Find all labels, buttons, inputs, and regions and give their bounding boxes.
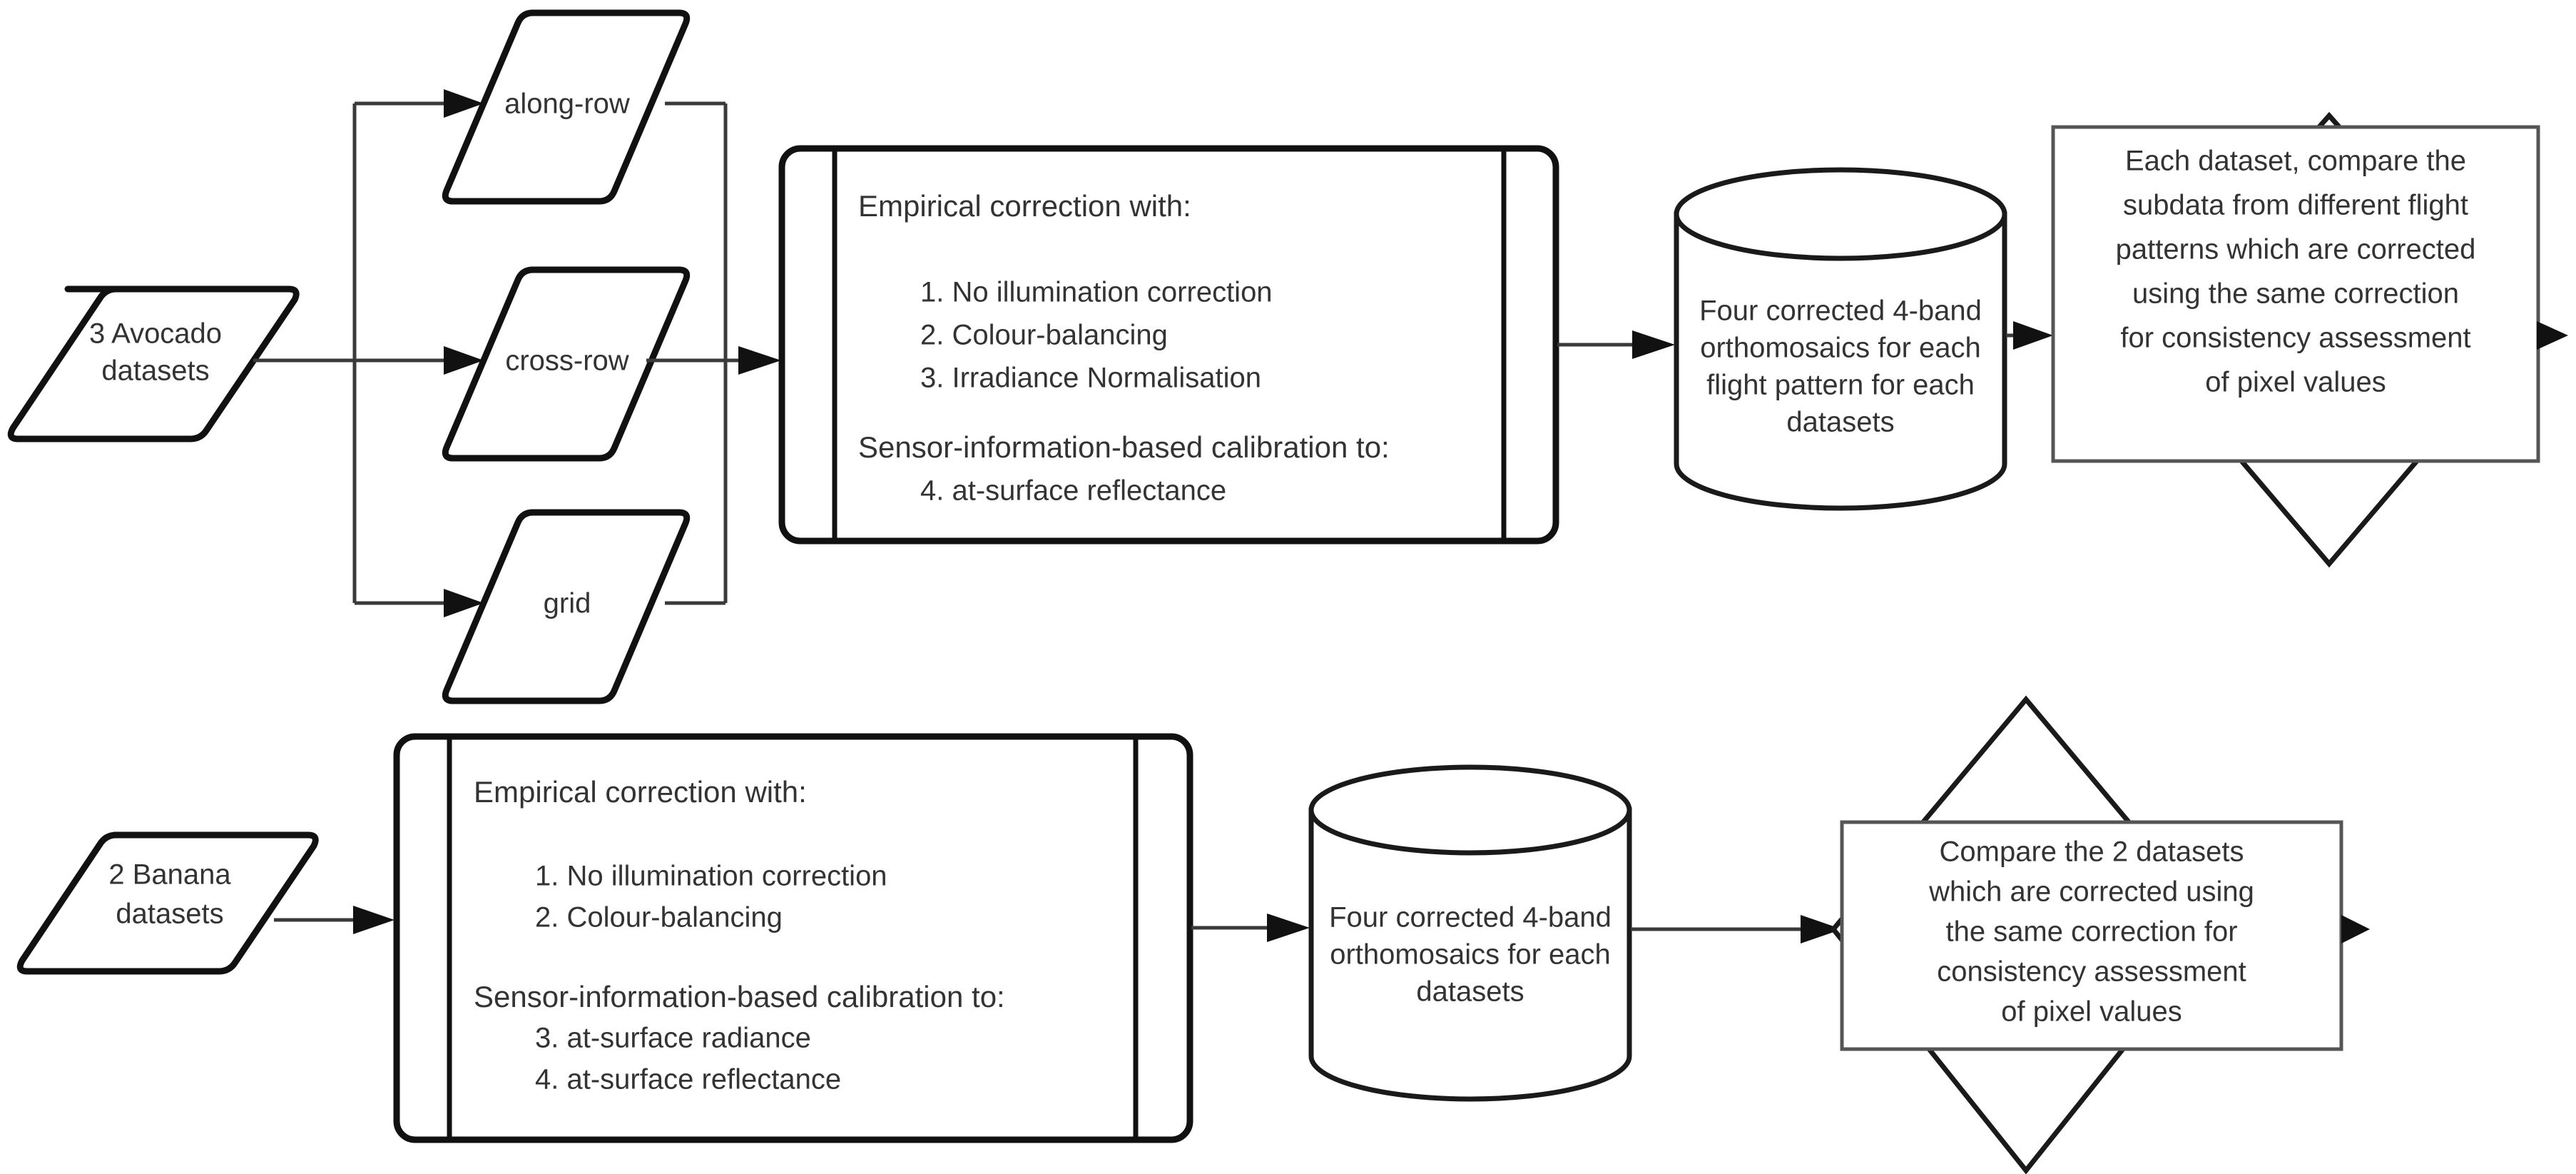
avocado-storage-line-2: flight pattern for each [1706,370,1975,401]
parallelogram-shape [442,509,691,704]
node-banana-outcome[interactable]: Compare the 2 datasets which are correct… [1830,695,2370,1174]
avocado-outcome-line-0: Each dataset, compare the [2125,146,2466,177]
parallelogram-shape [442,266,691,462]
node-avocado-process[interactable]: Empirical correction with: 1. No illumin… [778,145,1559,545]
banana-storage-line-2: datasets [1416,976,1524,1008]
banana-process-item-2-1: 4. at-surface reflectance [535,1064,841,1095]
banana-storage-line-1: orthomosaics for each [1330,939,1611,971]
banana-outcome-line-4: of pixel values [2001,996,2182,1028]
connector-avocado-fanin [646,101,781,605]
avocado-process-item-1-2: 3. Irradiance Normalisation [920,363,1261,394]
cylinder-body [1308,807,1632,1102]
flight-pattern-label-along-row: along-row [504,88,630,120]
cylinder-top [1674,167,2007,261]
cylinder-top [1308,764,1632,856]
banana-process-heading-2: Sensor-information-based calibration to: [474,980,1005,1013]
avocado-storage-line-0: Four corrected 4-band [1699,295,1982,327]
banana-source-line-0: 2 Banana [108,859,231,891]
avocado-outcome-line-2: patterns which are corrected [2116,234,2476,265]
connector-banana-source-to-process [274,906,394,934]
connector-avocado-process-to-storage [1557,330,1675,359]
node-flight-pattern-along-row[interactable]: along-row [442,9,691,205]
node-banana-storage[interactable]: Four corrected 4-band orthomosaics for e… [1308,764,1632,1102]
connector-avocado-fanout [253,89,484,617]
avocado-outcome-line-3: using the same correction [2132,278,2459,310]
banana-outcome-line-2: the same correction for [1945,916,2237,948]
node-avocado-outcome[interactable]: Each dataset, compare the subdata from d… [2051,111,2568,568]
parallelogram-shape [442,9,691,205]
banana-storage-line-0: Four corrected 4-band [1329,902,1612,933]
node-banana-process[interactable]: Empirical correction with: 1. No illumin… [393,733,1193,1143]
predefined-process-shape [393,733,1193,1143]
avocado-storage-line-3: datasets [1786,407,1894,438]
node-flight-pattern-cross-row[interactable]: cross-row [442,266,691,462]
cylinder-body [1674,211,2007,511]
parallelogram-shape [7,285,300,442]
node-flight-pattern-grid[interactable]: grid [442,509,691,704]
avocado-process-heading-1: Empirical correction with: [858,189,1191,223]
banana-process-heading-1: Empirical correction with: [474,775,807,809]
connector-banana-process-to-storage [1191,914,1310,942]
avocado-process-heading-2: Sensor-information-based calibration to: [858,430,1390,464]
avocado-process-item-1-1: 2. Colour-balancing [920,320,1168,351]
avocado-source-line-0: 3 Avocado [89,318,222,350]
flight-pattern-label-grid: grid [544,588,591,619]
avocado-outcome-line-5: of pixel values [2205,367,2386,398]
flight-pattern-label-cross-row: cross-row [505,345,628,377]
node-banana-source[interactable]: 2 Banana datasets [16,831,319,975]
avocado-process-item-2-0: 4. at-surface reflectance [920,475,1226,507]
banana-process-item-1-1: 2. Colour-balancing [535,902,783,933]
node-avocado-source[interactable]: 3 Avocado datasets [7,285,300,442]
avocado-storage-line-1: orthomosaics for each [1700,333,1981,364]
banana-process-item-2-0: 3. at-surface radiance [535,1023,811,1054]
connector-banana-storage-to-outcome [1631,915,1842,943]
banana-source-line-1: datasets [116,899,223,930]
parallelogram-shape [16,831,319,975]
outcome-exit-arrow-icon [2537,321,2568,350]
avocado-outcome-line-4: for consistency assessment [2120,323,2470,354]
banana-outcome-line-0: Compare the 2 datasets [1940,836,2244,868]
node-avocado-storage[interactable]: Four corrected 4-band orthomosaics for e… [1674,167,2007,511]
predefined-process-shape [778,145,1559,545]
outcome-rectangle [2051,125,2540,463]
avocado-source-line-1: datasets [101,355,209,387]
banana-outcome-line-1: which are corrected using [1928,876,2254,908]
connector-avocado-storage-to-outcome [2006,321,2053,350]
banana-outcome-line-3: consistency assessment [1937,956,2246,988]
avocado-process-item-1-0: 1. No illumination correction [920,277,1273,308]
banana-process-item-1-0: 1. No illumination correction [535,861,887,892]
outcome-exit-arrow-icon [2341,915,2370,943]
avocado-outcome-line-1: subdata from different flight [2123,190,2468,221]
